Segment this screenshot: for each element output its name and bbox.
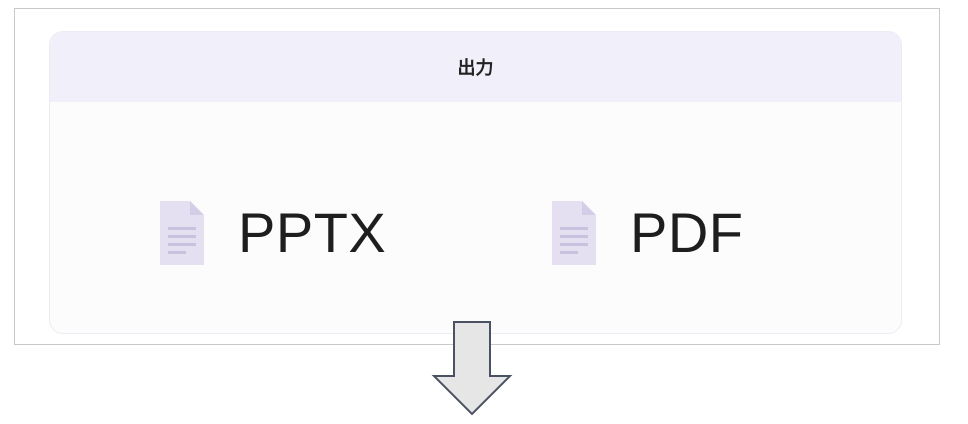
panel-title: 出力 (457, 58, 494, 79)
document-icon (160, 201, 204, 265)
screenshot-frame: 出力 PPTX PDF (14, 8, 940, 345)
output-option-pptx[interactable]: PPTX (152, 197, 386, 269)
panel-header: 出力 (50, 32, 901, 102)
output-panel: 出力 PPTX PDF (49, 31, 902, 334)
output-option-pdf[interactable]: PDF (544, 197, 744, 269)
down-arrow-icon (431, 321, 513, 416)
option-label-pptx: PPTX (238, 201, 387, 264)
option-label-pdf: PDF (630, 201, 744, 264)
document-icon (552, 201, 596, 265)
